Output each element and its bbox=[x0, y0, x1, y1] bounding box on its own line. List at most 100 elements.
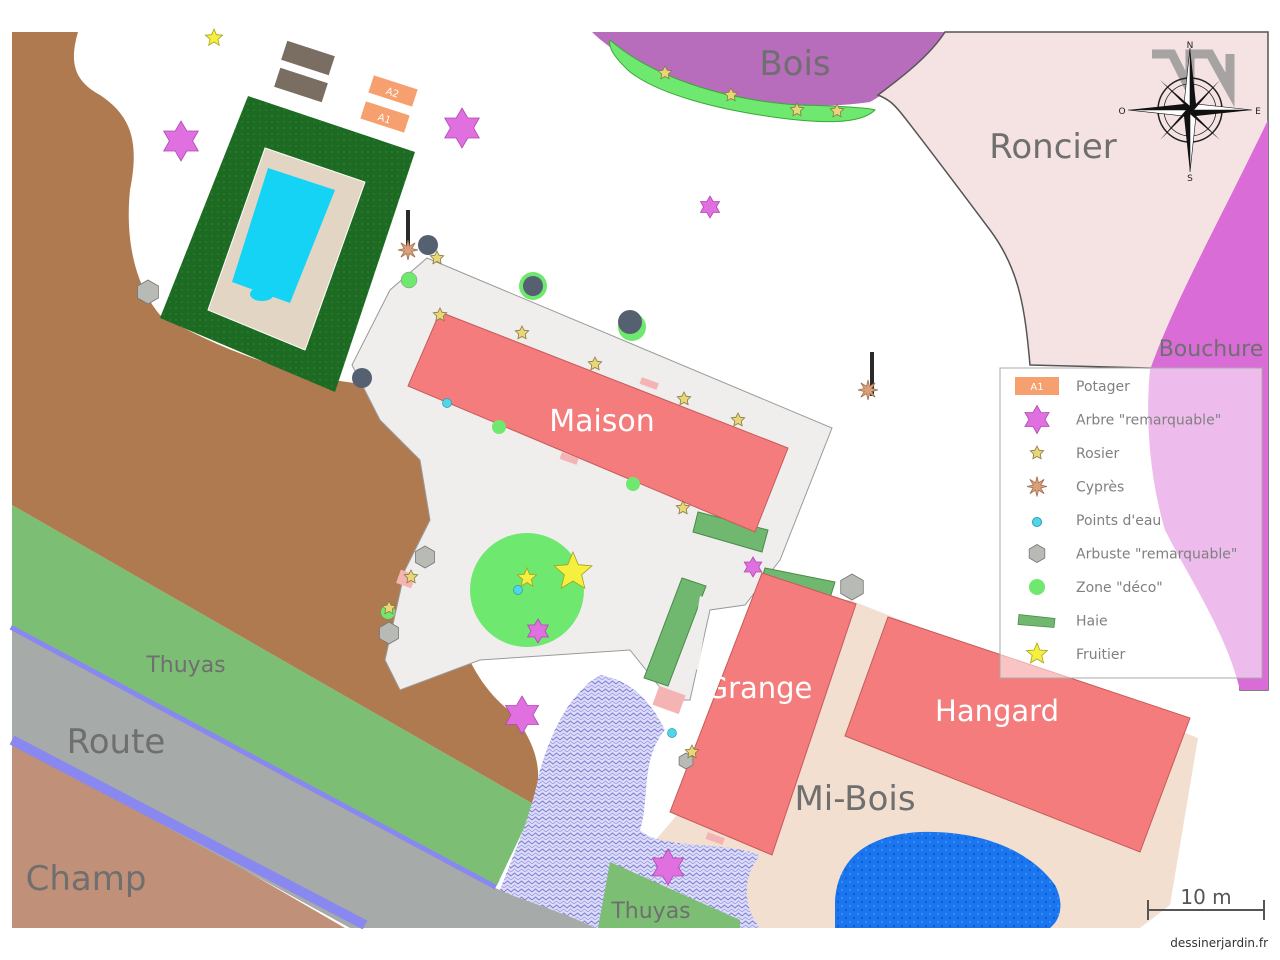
legend-item: Fruitier bbox=[1025, 641, 1126, 664]
fruit-tree-icon bbox=[204, 27, 224, 47]
remarkable-tree-icon bbox=[699, 195, 721, 219]
small-structure bbox=[652, 685, 686, 715]
roncier-area bbox=[876, 31, 1269, 691]
water-point bbox=[667, 728, 677, 738]
rosier-icon bbox=[403, 569, 419, 584]
deco-zone-icon bbox=[1029, 579, 1045, 595]
remarkable-tree-icon bbox=[163, 120, 199, 162]
route-label: Route bbox=[67, 722, 166, 762]
compass-rose: N S E O bbox=[1118, 41, 1261, 184]
hedge-icon bbox=[1017, 614, 1056, 628]
legend-item: Zone "déco" bbox=[1029, 579, 1163, 596]
remarkable-tree-icon bbox=[1024, 404, 1050, 435]
pond bbox=[835, 831, 1061, 928]
road-area bbox=[12, 625, 600, 928]
map-stars bbox=[163, 27, 879, 886]
road-edge-bottom bbox=[9, 735, 368, 930]
rosier-icon bbox=[730, 412, 746, 427]
rosier-icon bbox=[587, 356, 603, 371]
scale-bar: 10 m bbox=[1147, 885, 1265, 920]
shrub-cluster bbox=[618, 310, 642, 334]
grange-building[interactable] bbox=[669, 572, 857, 856]
legend-item: Arbuste "remarquable" bbox=[1028, 544, 1237, 563]
legend-label: Arbre "remarquable" bbox=[1076, 413, 1221, 429]
fruit-tree-icon bbox=[553, 550, 593, 590]
rosier-icon bbox=[432, 307, 448, 322]
legend-item: Haie bbox=[1017, 614, 1108, 630]
maison-building[interactable] bbox=[407, 311, 789, 533]
bois-label: Bois bbox=[759, 44, 830, 84]
rosier-icon bbox=[829, 103, 845, 118]
swimming-pool bbox=[232, 168, 335, 303]
bois-area bbox=[592, 32, 945, 106]
cypres-icon bbox=[857, 379, 879, 401]
potager-plot-a2[interactable] bbox=[368, 75, 418, 107]
legend-item: Arbre "remarquable" bbox=[1024, 404, 1221, 435]
pool-step bbox=[250, 287, 274, 301]
thuyas-left-label: Thuyas bbox=[145, 653, 225, 678]
shrub-cluster bbox=[523, 276, 543, 296]
water-point bbox=[513, 585, 523, 595]
rosier-icon bbox=[789, 102, 805, 117]
scale-label: 10 m bbox=[1180, 885, 1231, 909]
rosier-icon bbox=[723, 87, 739, 102]
hangard-label: Hangard bbox=[935, 694, 1059, 728]
remarkable-shrub-icon bbox=[840, 573, 864, 601]
shrub-cluster bbox=[352, 368, 372, 388]
compass-s: S bbox=[1187, 174, 1193, 184]
water-point bbox=[442, 398, 452, 408]
rosier-icon bbox=[684, 744, 700, 759]
compass-e: E bbox=[1255, 107, 1261, 117]
remarkable-shrub-icon bbox=[1028, 544, 1046, 563]
deco-zone-dot bbox=[492, 420, 506, 434]
rosier-icon bbox=[676, 391, 692, 406]
legend-potager-badge: A1 bbox=[1030, 382, 1043, 393]
remarkable-shrub-icon bbox=[137, 279, 159, 305]
gravel-bed bbox=[274, 67, 328, 103]
shrub-cluster bbox=[418, 235, 438, 255]
remarkable-shrub-icon bbox=[379, 621, 399, 645]
mi-bois-label: Mi-Bois bbox=[794, 779, 915, 819]
remarkable-tree-icon bbox=[743, 556, 763, 578]
cypres-tree bbox=[406, 210, 410, 248]
bouchure-label: Bouchure bbox=[1159, 337, 1264, 362]
maison-label: Maison bbox=[549, 404, 655, 439]
legend-label: Rosier bbox=[1076, 446, 1119, 462]
legend-item: Points d'eau bbox=[1032, 513, 1161, 529]
potager-plot-a1[interactable] bbox=[360, 101, 410, 133]
legend-label: Points d'eau bbox=[1076, 513, 1161, 529]
legend-label: Zone "déco" bbox=[1076, 580, 1163, 596]
water-flow-zone bbox=[500, 675, 760, 928]
compass-o: O bbox=[1118, 107, 1125, 117]
thuyas-strip bbox=[12, 505, 535, 885]
rosier-icon bbox=[1029, 445, 1045, 460]
small-structure bbox=[705, 832, 725, 845]
plot-a2-label: A2 bbox=[384, 86, 400, 101]
rosier-icon bbox=[514, 325, 530, 340]
remarkable-tree-icon bbox=[651, 848, 685, 886]
legend-label: Potager bbox=[1076, 379, 1130, 395]
deco-zone-dot bbox=[400, 271, 418, 289]
small-structure bbox=[639, 377, 659, 390]
hedge-grange-inner bbox=[688, 596, 710, 670]
remarkable-shrub-icon bbox=[415, 545, 435, 569]
champ-label: Champ bbox=[26, 859, 147, 899]
rosier-icon bbox=[429, 250, 445, 265]
fruit-tree-icon bbox=[1025, 641, 1049, 664]
remarkable-tree-icon bbox=[504, 695, 540, 735]
remarkable-tree-icon bbox=[526, 618, 550, 644]
gravel-bed bbox=[281, 40, 335, 76]
deco-zone-circle bbox=[470, 533, 584, 647]
remarkable-tree-icon bbox=[444, 107, 480, 149]
thuyas-bottom-label: Thuyas bbox=[610, 899, 690, 924]
plot-a1-label: A1 bbox=[376, 112, 392, 127]
hangard-building[interactable] bbox=[844, 616, 1191, 853]
legend-label: Arbuste "remarquable" bbox=[1076, 547, 1237, 563]
grange-label: Grange bbox=[706, 671, 813, 705]
cypres-icon bbox=[1026, 476, 1048, 497]
legend-item: A1 Potager bbox=[1015, 377, 1130, 395]
legend-item: Rosier bbox=[1029, 445, 1119, 462]
thuyas-bottom-strip bbox=[598, 862, 740, 928]
